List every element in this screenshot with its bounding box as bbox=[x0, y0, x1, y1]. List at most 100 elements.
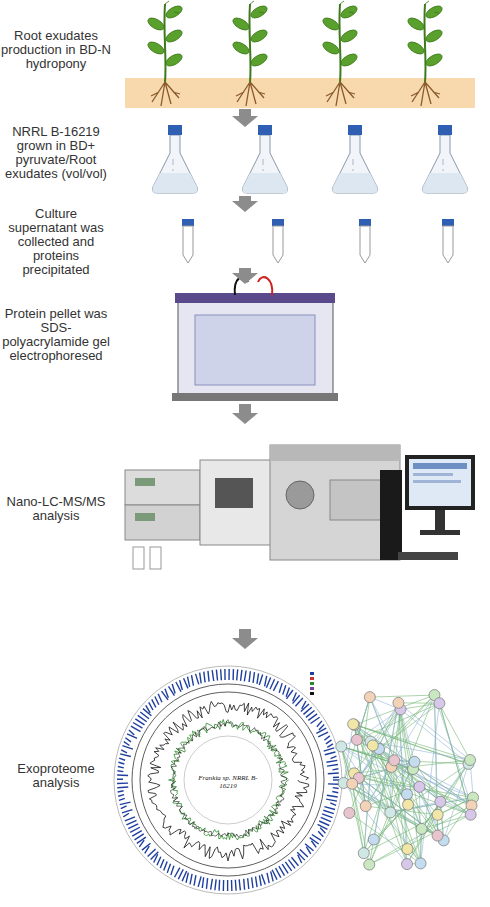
protein-network-part bbox=[465, 809, 476, 820]
lc-ms-instrument-part bbox=[409, 459, 471, 506]
genome-circle-plot-part bbox=[249, 671, 250, 682]
genome-circle-plot-part bbox=[118, 766, 124, 767]
genome-circle-plot-part bbox=[208, 671, 209, 682]
genome-circle-plot-part bbox=[248, 878, 249, 889]
culture-flasks-part bbox=[243, 125, 288, 193]
centrifuge-tubes-part bbox=[359, 219, 371, 263]
process-step: Nano-LC-MS/MS analysis bbox=[0, 425, 490, 628]
protein-network-part bbox=[368, 834, 379, 845]
lc-ms-instrument-part bbox=[133, 547, 144, 569]
genome-circle-plot-part bbox=[239, 879, 240, 890]
genome-circle-plot-part bbox=[331, 756, 337, 758]
protein-network-part bbox=[401, 703, 440, 709]
electrophoresis-tank-part bbox=[235, 277, 248, 295]
genome-circle-plot-part bbox=[266, 678, 270, 688]
protein-network-part bbox=[344, 807, 355, 818]
genome-circle-plot-part bbox=[129, 730, 134, 735]
genome-circle-plot-part bbox=[283, 685, 286, 694]
lc-ms-instrument-part bbox=[398, 552, 458, 560]
genome-circle-plot-part bbox=[228, 669, 230, 680]
genome-circle-plot-part bbox=[327, 744, 333, 748]
protein-network-part bbox=[401, 709, 469, 764]
genome-circle-plot-part bbox=[316, 728, 326, 733]
genome-circle-plot-part bbox=[265, 676, 267, 686]
protein-network-part bbox=[374, 703, 399, 840]
genome-circle-plot-part bbox=[310, 838, 319, 844]
protein-network-part bbox=[465, 755, 476, 766]
electrophoresis-tank-part bbox=[172, 393, 338, 401]
genome-circle-plot-part bbox=[310, 682, 314, 685]
genome-circle-plot-part bbox=[142, 843, 151, 850]
genome-circle-plot-part bbox=[333, 779, 339, 780]
genome-circle-plot-part bbox=[164, 862, 167, 871]
genome-circle-plot-part bbox=[326, 740, 332, 744]
genome-circle-plot-part bbox=[332, 791, 338, 792]
protein-network-part bbox=[393, 697, 404, 708]
protein-network-part bbox=[357, 697, 370, 740]
genome-circle-plot-part bbox=[256, 877, 258, 888]
protein-network-part bbox=[364, 805, 408, 853]
protein-network-part bbox=[389, 755, 400, 766]
genome-circle-plot-part bbox=[121, 750, 127, 753]
genome-circle-plot-part bbox=[333, 787, 339, 789]
step-label: Exoproteome analysis bbox=[0, 762, 112, 790]
protein-network-part bbox=[434, 698, 445, 709]
genome-circle-plot-part bbox=[184, 736, 272, 824]
genome-circle-plot-part bbox=[132, 831, 141, 837]
protein-network-part bbox=[369, 815, 470, 865]
genome-circle-plot-part bbox=[318, 831, 323, 837]
genome-circle-plot-part bbox=[235, 880, 237, 891]
genome-circle-plot-part bbox=[310, 672, 314, 675]
protein-network-part bbox=[432, 830, 443, 841]
lc-ms-instrument-part bbox=[125, 470, 200, 505]
flow-arrow bbox=[232, 109, 258, 127]
genome-circle-plot-part bbox=[324, 748, 335, 751]
genome-circle-plot-part bbox=[157, 857, 161, 865]
electrophoresis-tank bbox=[172, 277, 338, 401]
protein-network-part bbox=[379, 749, 438, 815]
genome-circle-plot-part bbox=[146, 705, 150, 712]
protein-network-part bbox=[402, 843, 413, 854]
genome-circle-plot-part bbox=[306, 847, 310, 854]
genome-circle-plot-part bbox=[216, 670, 217, 681]
protein-network-part bbox=[353, 724, 470, 760]
genome-circle-plot-part bbox=[140, 692, 316, 868]
genome-circle-plot-part bbox=[310, 687, 314, 690]
genome-circle-plot-part bbox=[190, 874, 192, 884]
genome-circle-plot-part bbox=[198, 876, 201, 887]
genome-circle-plot-part bbox=[118, 762, 124, 764]
genome-circle-plot-part bbox=[319, 821, 329, 826]
protein-network-part bbox=[398, 703, 470, 760]
genome-circle-plot-part bbox=[327, 795, 338, 797]
protein-network-part bbox=[390, 798, 473, 813]
step-label: Culture supernatant was collected and pr… bbox=[0, 207, 112, 277]
genome-circle-plot-part bbox=[200, 673, 202, 684]
protein-network-part bbox=[435, 796, 446, 807]
protein-network-part bbox=[341, 746, 364, 853]
genome-circle-plot-part bbox=[123, 813, 129, 817]
genome-circle-plot-part bbox=[167, 864, 170, 873]
genome-circle-plot-part bbox=[326, 799, 337, 801]
hydroponic-plants-part bbox=[406, 1, 444, 106]
electrophoresis-tank-part bbox=[178, 300, 333, 395]
genome-circle-plot-part bbox=[311, 841, 316, 848]
lc-ms-instrument-part bbox=[413, 473, 453, 476]
genome-circle-plot-part bbox=[128, 824, 138, 829]
hydroponic-plants-part bbox=[146, 1, 184, 106]
culture-flasks-part bbox=[333, 125, 378, 193]
genome-circle-plot-part bbox=[223, 880, 225, 891]
protein-network-part bbox=[403, 799, 414, 810]
protein-network-part bbox=[414, 781, 425, 792]
genome-circle-plot-part bbox=[175, 868, 180, 878]
protein-network-part bbox=[351, 734, 362, 745]
genome-circle-plot-part bbox=[333, 777, 339, 779]
genome-circle-plot-part bbox=[326, 760, 337, 762]
genome-circle-plot-part bbox=[149, 702, 153, 710]
genome-circle-plot-part bbox=[231, 880, 233, 891]
genome-circle-plot-part bbox=[218, 880, 220, 891]
genome-circle-plot-part bbox=[324, 807, 335, 810]
genome-circle-plot-part bbox=[232, 669, 234, 680]
genome-circle-plot-part bbox=[324, 736, 330, 740]
genome-circle-plot-part bbox=[152, 699, 156, 707]
genome-circle-plot-part bbox=[125, 738, 131, 742]
